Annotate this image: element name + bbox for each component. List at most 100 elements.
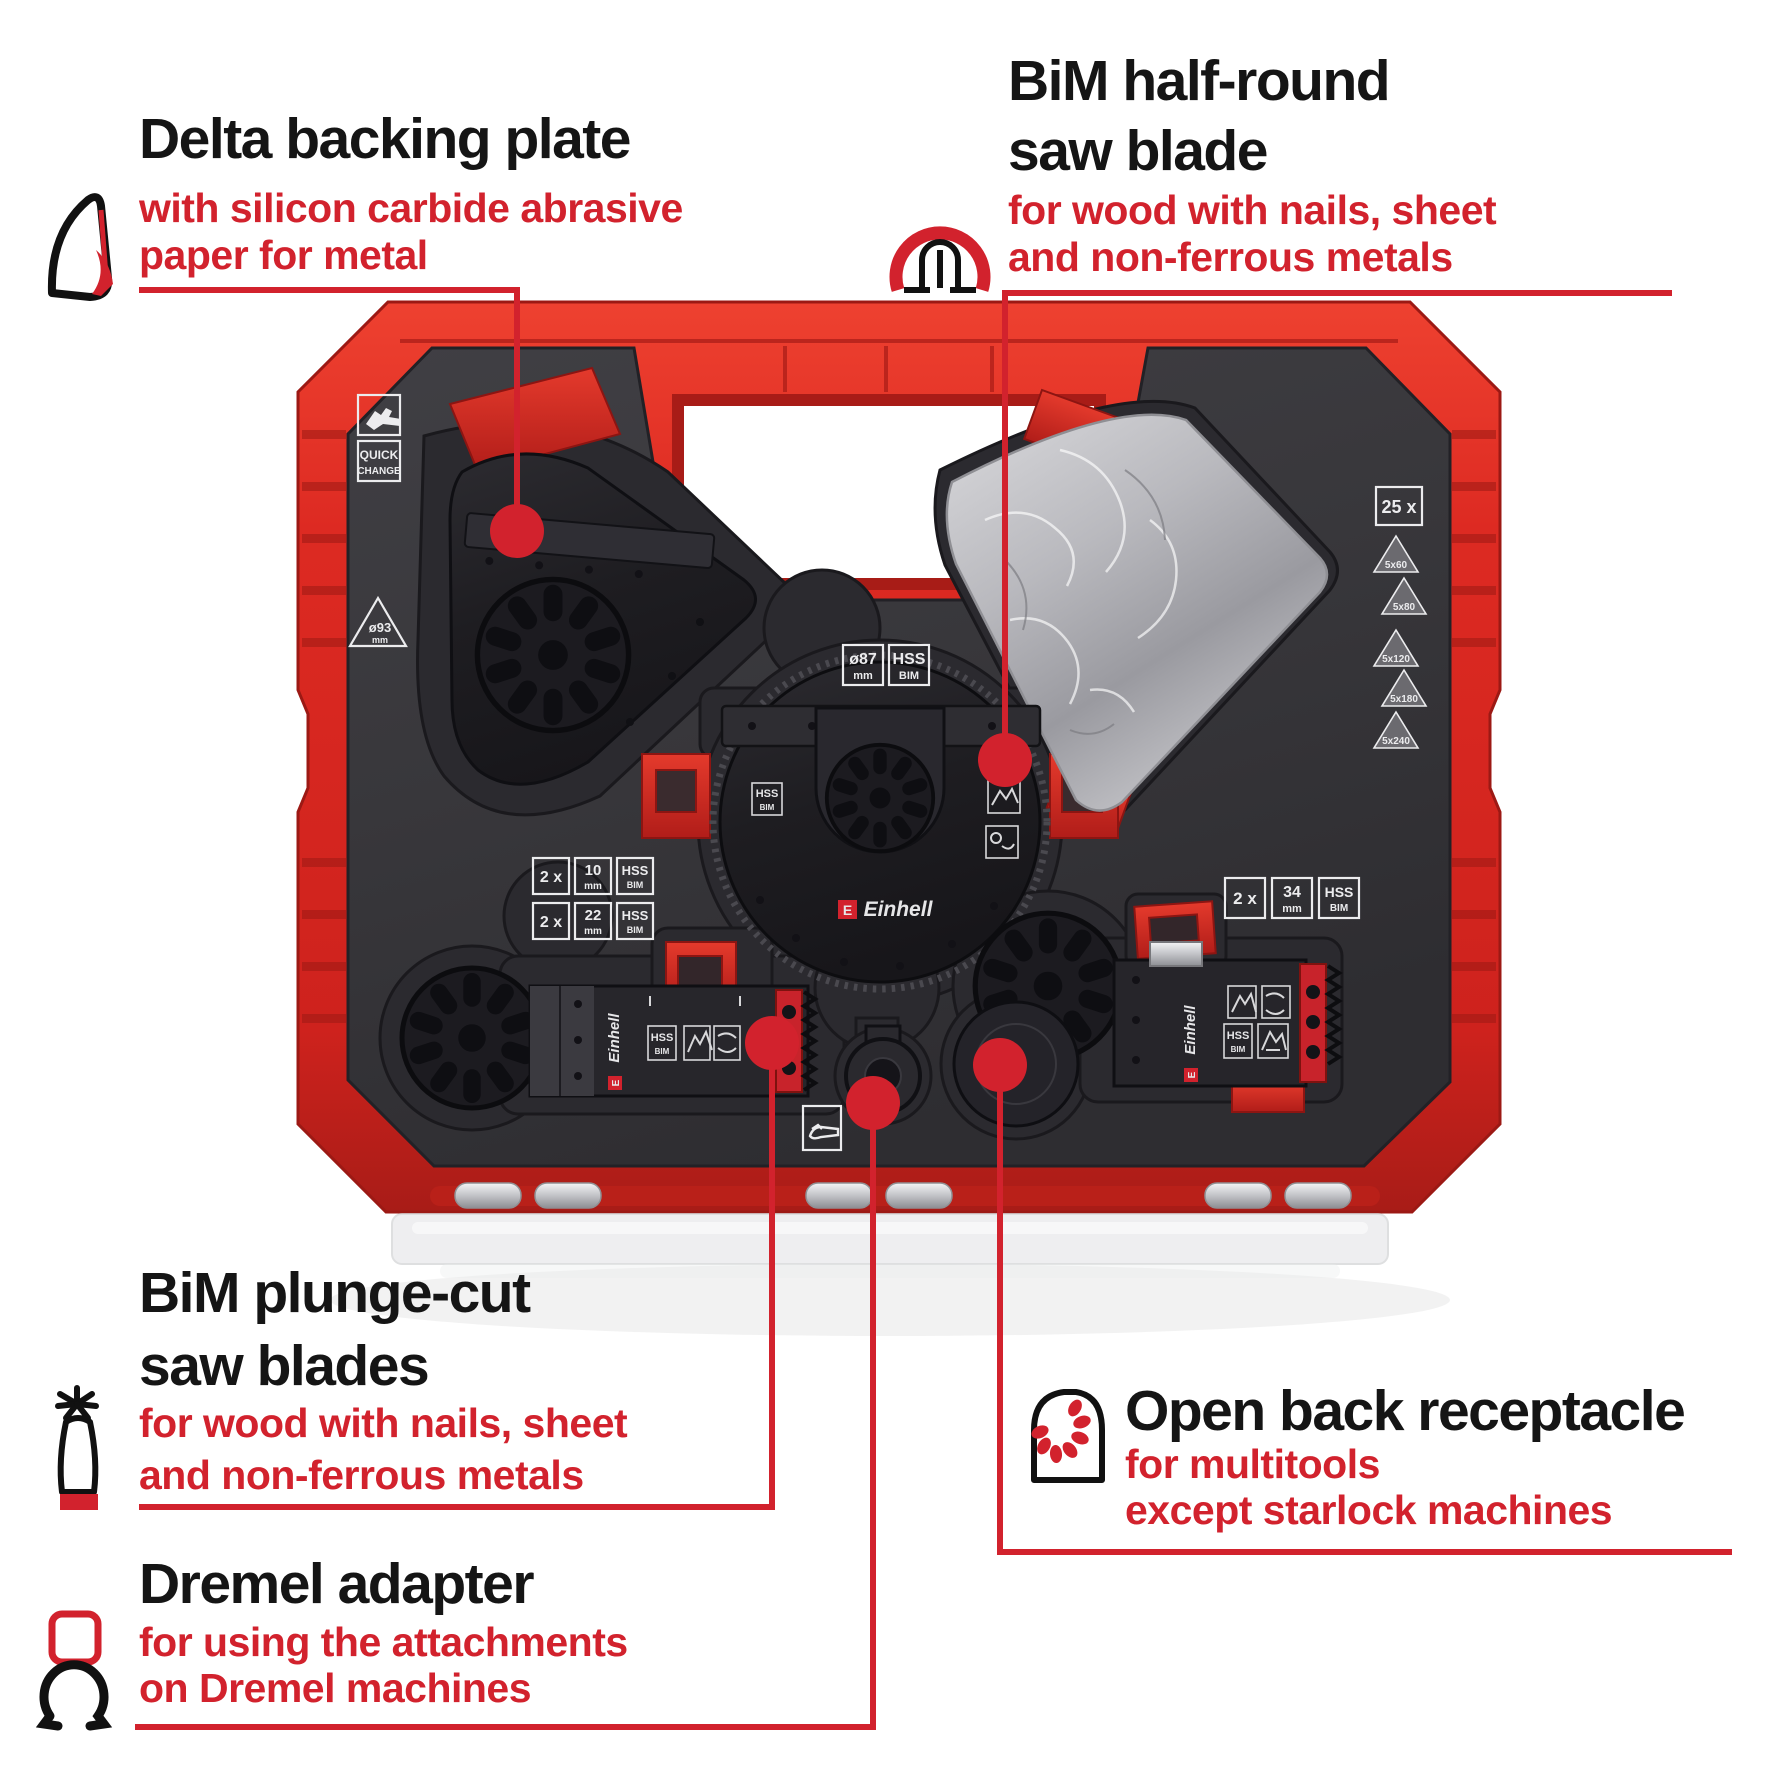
callout-dot-halfround: [978, 733, 1032, 787]
svg-text:mm: mm: [853, 670, 873, 682]
callout-openback-title: Open back receptacle: [1125, 1379, 1684, 1443]
sandpaper-stack[interactable]: [945, 413, 1329, 812]
callout-openback-subtitle-1: for multitools: [1125, 1441, 1380, 1487]
delta-pad-icon: [47, 193, 113, 301]
svg-text:2 x: 2 x: [540, 869, 562, 886]
callout-delta-subtitle-1: with silicon carbide abrasive: [138, 185, 683, 231]
badge-delta-size: ø93 mm: [348, 595, 408, 648]
svg-text:mm: mm: [1282, 903, 1302, 915]
badge-sandpaper-count: 25 x: [1374, 485, 1424, 527]
callout-halfround-subtitle-2: and non-ferrous metals: [1008, 234, 1453, 280]
case-top-grooves: [400, 339, 1398, 392]
half-round-saw-blade[interactable]: HSS BIM E Einhell: [709, 651, 1051, 993]
badge-multitool-icon: [356, 393, 402, 437]
svg-text:QUICK: QUICK: [360, 448, 399, 462]
svg-text:BIM: BIM: [760, 803, 775, 812]
callout-line-plunge: [139, 1043, 775, 1510]
clear-lid-edge: [391, 1213, 1389, 1278]
case-side-ribs: [302, 430, 1496, 1023]
hinge-row: [430, 1182, 1380, 1209]
callout-halfround-title-2: saw blade: [1008, 119, 1267, 183]
svg-text:HSS: HSS: [1325, 884, 1354, 900]
callout-halfround: BiM half-round saw blade for wood with n…: [889, 49, 1497, 293]
svg-text:5x60: 5x60: [1385, 560, 1408, 571]
svg-text:HSS: HSS: [622, 863, 649, 878]
badge-handsaw-icon: [801, 1104, 843, 1152]
callout-dot-delta: [490, 504, 544, 558]
svg-text:BIM: BIM: [899, 670, 919, 682]
callout-line-dremel: [135, 1103, 876, 1730]
dremel-adapter-icon: [35, 1610, 113, 1731]
callout-lines: [135, 287, 1732, 1730]
svg-text:BIM: BIM: [655, 1047, 670, 1056]
svg-text:BIM: BIM: [1330, 903, 1348, 914]
callout-plunge-subtitle-1: for wood with nails, sheet: [139, 1400, 628, 1446]
callout-dot-plunge: [745, 1016, 799, 1070]
badge-grit-triangles: 5x60 5x80 5x120 5x180 5x240: [1372, 534, 1428, 749]
plunge-blade-icon: [55, 1385, 99, 1510]
svg-text:Einhell: Einhell: [864, 898, 934, 921]
callout-delta-title: Delta backing plate: [139, 107, 630, 171]
svg-text:5x80: 5x80: [1393, 602, 1416, 613]
badge-halfround-specs: ø87 mm HSS BIM: [841, 643, 931, 687]
svg-text:HSS: HSS: [622, 908, 649, 923]
plunge-left-prints: HSS BIM: [647, 996, 741, 1061]
svg-text:HSS: HSS: [893, 651, 926, 668]
half-round-blade-icon: [889, 226, 991, 293]
svg-text:E: E: [843, 902, 852, 918]
callout-dot-openback: [973, 1038, 1027, 1092]
svg-text:E: E: [1187, 1071, 1198, 1078]
einhell-logo-halfround: E Einhell: [838, 898, 934, 921]
svg-text:5x180: 5x180: [1390, 694, 1418, 705]
svg-text:Einhell: Einhell: [606, 1013, 623, 1063]
svg-text:ø93: ø93: [369, 620, 391, 635]
einhell-logo-plunge-right: E Einhell: [1182, 1005, 1199, 1082]
svg-text:mm: mm: [584, 881, 602, 892]
callout-dot-dremel: [846, 1076, 900, 1130]
badge-quick-change: QUICK CHANGE: [356, 439, 402, 483]
half-round-blade-prints: HSS BIM: [751, 780, 1021, 859]
svg-text:BIM: BIM: [1231, 1045, 1246, 1054]
svg-text:HSS: HSS: [756, 788, 779, 800]
callout-dremel-subtitle-2: on Dremel machines: [139, 1665, 531, 1711]
svg-text:BIM: BIM: [627, 925, 644, 935]
open-back-receptacle-icon: [1031, 1389, 1105, 1483]
svg-text:mm: mm: [372, 635, 388, 645]
svg-text:10: 10: [585, 862, 602, 879]
plunge-right-prints: HSS BIM: [1223, 985, 1291, 1059]
multitool-icon: [366, 408, 401, 430]
svg-text:BIM: BIM: [627, 880, 644, 890]
callout-line-openback: [997, 1065, 1732, 1555]
svg-text:Einhell: Einhell: [1182, 1005, 1199, 1055]
callout-delta: Delta backing plate with silicon carbide…: [47, 107, 683, 301]
badge-row-10mm: 2 x 10 mm HSS BIM: [531, 856, 655, 896]
badge-row-34mm: 2 x 34 mm HSS BIM: [1223, 876, 1361, 920]
badge-row-22mm: 2 x 22 mm HSS BIM: [531, 901, 655, 941]
svg-text:ø87: ø87: [849, 651, 877, 668]
callout-dremel-title: Dremel adapter: [139, 1552, 534, 1616]
svg-text:E: E: [611, 1079, 622, 1086]
callout-openback-subtitle-2: except starlock machines: [1125, 1487, 1612, 1533]
svg-text:2 x: 2 x: [1233, 889, 1257, 908]
callout-plunge-subtitle-2: and non-ferrous metals: [139, 1452, 584, 1498]
callout-plunge-title-2: saw blades: [139, 1334, 428, 1398]
callout-halfround-subtitle-1: for wood with nails, sheet: [1008, 187, 1497, 233]
svg-text:22: 22: [585, 907, 602, 924]
case-shadow: [330, 1264, 1450, 1336]
plunge-cut-blades-right[interactable]: E Einhell HSS BIM: [952, 913, 1341, 1128]
svg-text:25 x: 25 x: [1381, 497, 1416, 517]
callout-openback: Open back receptacle for multitools exce…: [1031, 1379, 1686, 1533]
callout-halfround-title-1: BiM half-round: [1008, 49, 1389, 113]
callout-delta-subtitle-2: paper for metal: [139, 232, 428, 278]
callout-plunge-title-1: BiM plunge-cut: [139, 1261, 531, 1325]
callout-line-halfround: [1002, 290, 1672, 760]
svg-text:5x120: 5x120: [1382, 654, 1410, 665]
callout-plunge: BiM plunge-cut saw blades for wood with …: [55, 1261, 628, 1510]
svg-text:mm: mm: [584, 926, 602, 937]
svg-text:HSS: HSS: [1227, 1030, 1250, 1042]
svg-text:CHANGE: CHANGE: [357, 466, 401, 477]
svg-text:34: 34: [1283, 884, 1301, 901]
svg-text:HSS: HSS: [651, 1032, 674, 1044]
